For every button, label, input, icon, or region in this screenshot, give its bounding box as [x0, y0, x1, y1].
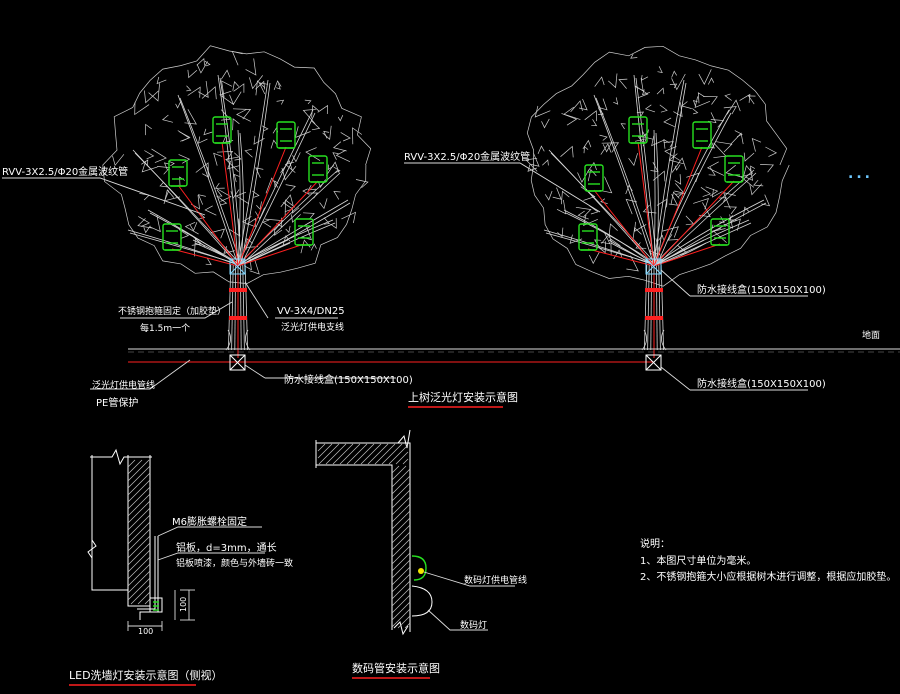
tree-left-pe-label: PE管保护 [96, 396, 138, 409]
tree-right-upper-box-label: 防水接线盒(150X150X100) [697, 283, 826, 296]
tree-diagram-title: 上树泛光灯安装示意图 [408, 390, 518, 404]
tree-left-pipe-sub-label: 泛光灯供电支线 [281, 321, 344, 333]
led-plate-label: 铝板，d=3mm，通长 [176, 541, 277, 554]
tree-left-fixing-label: 不锈钢抱箍固定（加胶垫） [118, 305, 226, 317]
leaders-right [404, 162, 808, 391]
tube-detail-title: 数码管安装示意图 [352, 661, 440, 675]
notes-item-1: 1、本图尺寸单位为毫米。 [640, 554, 756, 567]
tree-left-spacing-label: 每1.5m一个 [140, 322, 190, 334]
led-bolt-label: M6膨胀螺栓固定 [172, 515, 247, 528]
tree-left-pipe-label: VV-3X4/DN25 [277, 306, 345, 317]
tube-power-label: 数码灯供电管线 [464, 574, 527, 586]
tree-left-trunk [127, 74, 351, 351]
tree-left-box-label: 防水接线盒(150X150X100) [284, 373, 413, 386]
led-plate-sub-label: 铝板喷漆，颜色与外墙砖一致 [176, 557, 293, 569]
tree-right-cable-label: RVV-3X2.5/Φ20金属波纹管 [404, 150, 530, 163]
led-detail-title: LED洗墙灯安装示意图（侧视） [69, 668, 223, 682]
notes-heading: 说明： [640, 537, 670, 550]
tube-light-label: 数码灯 [460, 619, 487, 631]
ground-label: 地面 [862, 329, 880, 341]
tree-left-supply-label: 泛光灯供电管线 [92, 379, 155, 391]
junction-box-left-lower [229, 354, 246, 371]
tree-right-lamps [578, 116, 744, 358]
junction-box-right-lower [645, 354, 662, 371]
junction-box-right-upper [645, 258, 662, 275]
led-dim-height: 100 [179, 597, 188, 612]
tree-left [102, 45, 372, 358]
tree-right [525, 45, 790, 358]
tube-detail [315, 429, 515, 636]
notes-item-2: 2、不锈钢抱箍大小应根据树木进行调整，根据应加胶垫。 [640, 570, 896, 583]
tree-right-canopy [525, 45, 790, 287]
leaders-left [2, 177, 396, 390]
tube-wall-hatch [317, 443, 411, 629]
tree-left-cable-label: RVV-3X2.5/Φ20金属波纹管 [2, 165, 128, 178]
tree-left-lamps [162, 116, 328, 358]
led-wall-hatch [127, 459, 151, 605]
junction-box-left-upper [229, 258, 246, 275]
led-detail [87, 448, 265, 631]
led-dim-width: 100 [138, 627, 153, 636]
ellipsis-mark: ... [848, 166, 873, 182]
tree-right-lower-box-label: 防水接线盒(150X150X100) [697, 377, 826, 390]
